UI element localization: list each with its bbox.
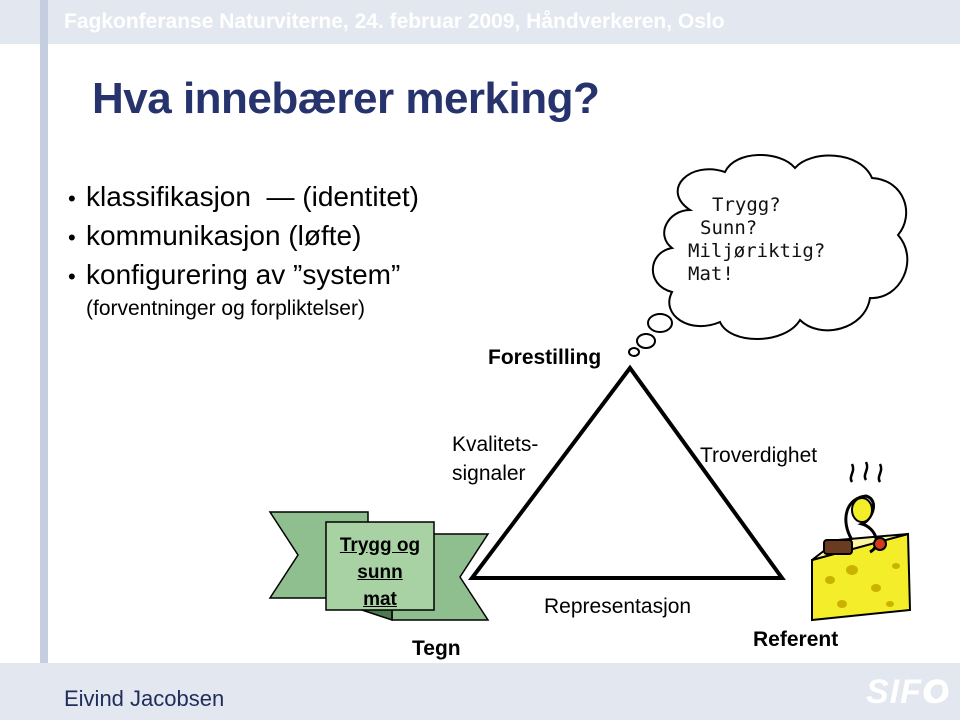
header-bar: Fagkonferanse Naturviterne, 24. februar … [0,0,960,44]
label-tegn: Tegn [412,637,461,660]
thought-cloud-icon [628,154,909,357]
footer-author: Eivind Jacobsen [64,686,225,711]
slide-title: Hva innebærer merking? [92,74,600,123]
label-referent: Referent [753,628,839,651]
thought-cloud-text: Trygg? Sunn? Miljøriktig? Mat! [688,194,826,285]
label-representasjon: Representasjon [544,595,692,618]
label-troverdighet: Troverdighet [700,444,818,467]
label-kvalitetssignaler: Kvalitets- signaler [452,433,539,485]
left-accent-bar [40,0,48,720]
food-label-ribbon-icon [268,511,490,622]
bullet-list: •klassifikasjon — (identitet) •kommunika… [68,178,419,295]
cheese-icon [811,461,912,622]
bullet-item: •klassifikasjon — (identitet) [68,178,419,217]
footer-bar [0,663,960,720]
bullet-icon: • [68,186,76,211]
bullet-item: •kommunikasjon (løfte) [68,217,419,256]
conference-title: Fagkonferanse Naturviterne, 24. februar … [64,10,725,33]
triangle-shape [467,364,786,580]
sifo-logo: SIFO [866,673,950,711]
bullet-subnote: (forventninger og forpliktelser) [86,297,365,320]
bullet-icon: • [68,225,76,250]
bullet-icon: • [68,264,76,289]
bullet-item: •konfigurering av ”system” [68,256,419,295]
logo-ring-icon [927,681,949,703]
ribbon-label-text: Trygg og sunn mat [339,535,421,610]
label-forestilling: Forestilling [488,346,602,369]
